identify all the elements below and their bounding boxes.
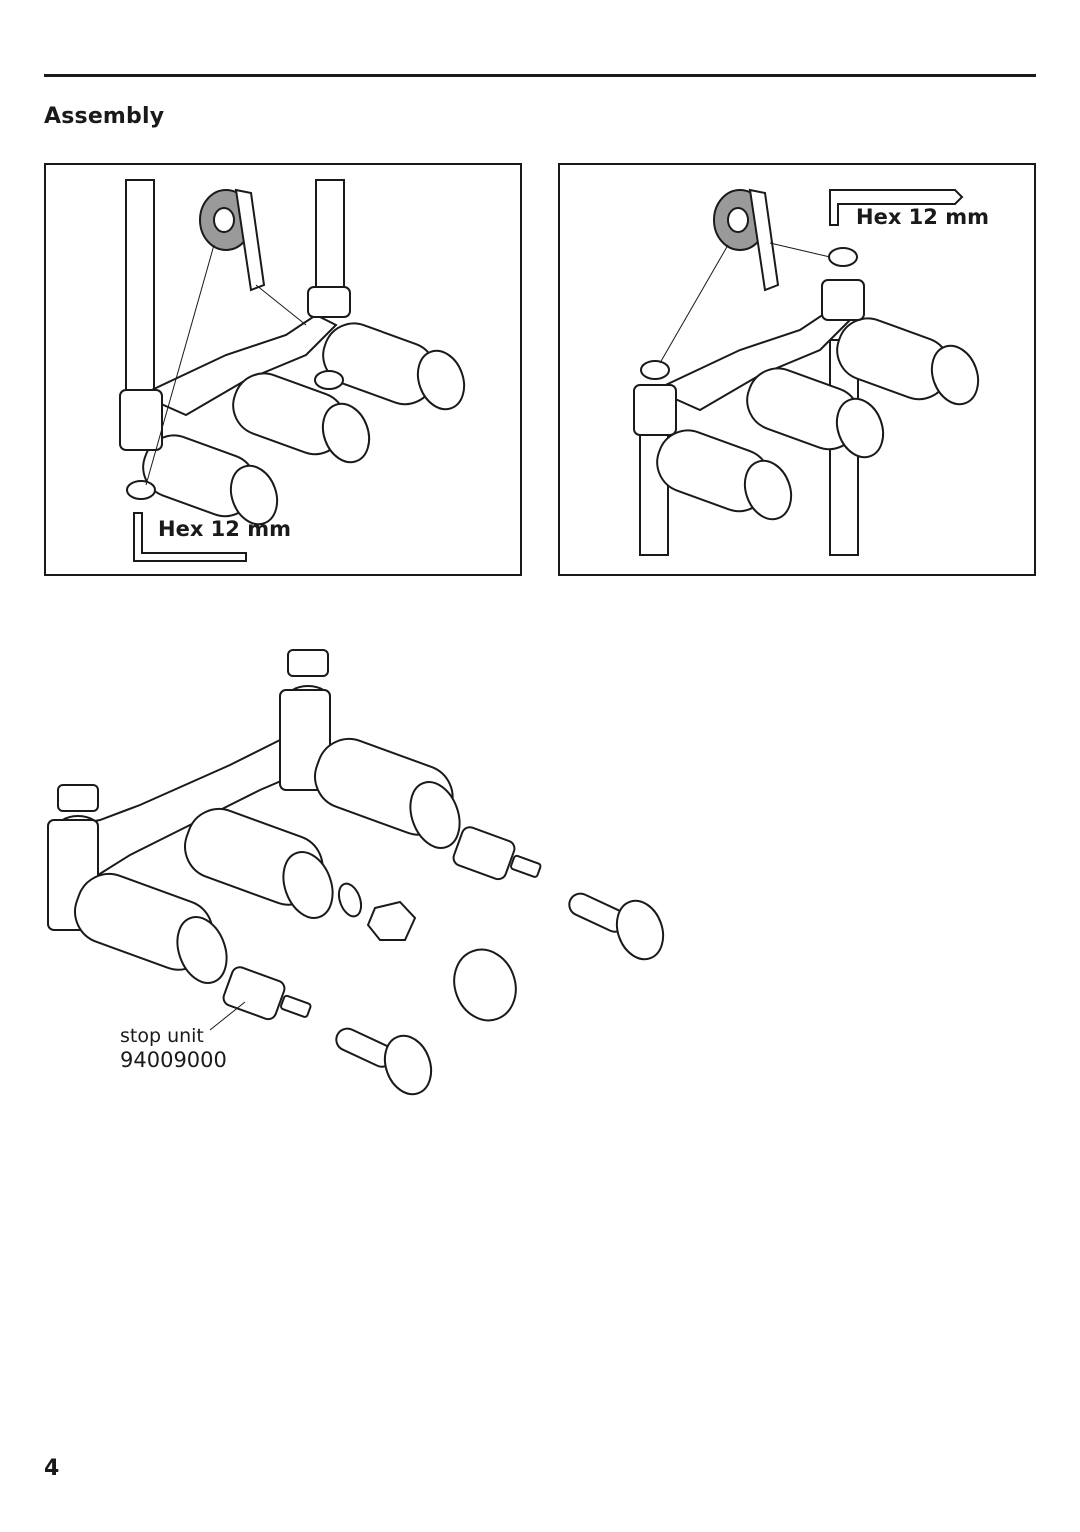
stop-unit-label: stop unit bbox=[120, 1025, 204, 1047]
header-rule bbox=[44, 74, 1036, 77]
valve-with-rising-pipes-illustration bbox=[119, 179, 466, 562]
valve-with-lower-pipes-illustration bbox=[633, 188, 980, 556]
hex-key-size-label: Hex 12 mm bbox=[158, 517, 291, 541]
section-title: Assembly bbox=[44, 104, 165, 129]
exploded-parts-drawing bbox=[47, 649, 665, 1096]
stop-unit-part-number: 94009000 bbox=[120, 1048, 227, 1072]
page-number: 4 bbox=[44, 1456, 60, 1481]
hex-key-size-label: Hex 12 mm bbox=[856, 205, 989, 229]
exploded-view-illustration bbox=[30, 640, 680, 1100]
assembly-step-2-panel: Hex 12 mm bbox=[558, 163, 1036, 576]
assembly-step-1-panel: Hex 12 mm bbox=[44, 163, 522, 576]
